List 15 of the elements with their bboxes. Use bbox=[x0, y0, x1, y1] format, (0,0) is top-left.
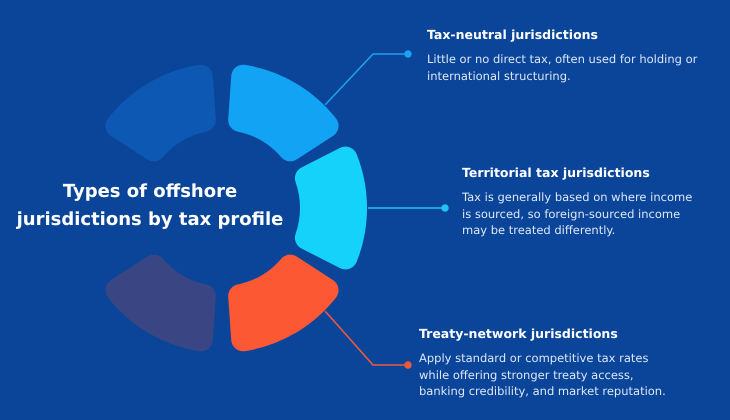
description-text: Apply standard or competitive tax rates while offering stronger treaty access, banking credibility, and market reputation. bbox=[419, 350, 667, 400]
ring-segment bbox=[294, 146, 367, 270]
section-heading: Treaty-network jurisdictions bbox=[419, 326, 618, 342]
section-heading: Territorial tax jurisdictions bbox=[462, 165, 650, 181]
ring-segment bbox=[228, 254, 339, 352]
section-heading: Tax-neutral jurisdictions bbox=[427, 27, 598, 43]
description-text: Little or no direct tax, often used for holding or international structuring. bbox=[427, 51, 698, 84]
leader-line bbox=[368, 204, 449, 212]
leader-line bbox=[324, 50, 412, 106]
ring-segment bbox=[228, 64, 339, 162]
ring-segment bbox=[105, 254, 216, 352]
ring-segment bbox=[105, 64, 216, 162]
description-text: Tax is generally based on where income is sourced, so foreign-sourced income may be treated differently. bbox=[462, 189, 694, 238]
leader-line bbox=[324, 310, 412, 369]
diagram-title: Types of offshore jurisdictions by tax profile bbox=[15, 180, 284, 232]
